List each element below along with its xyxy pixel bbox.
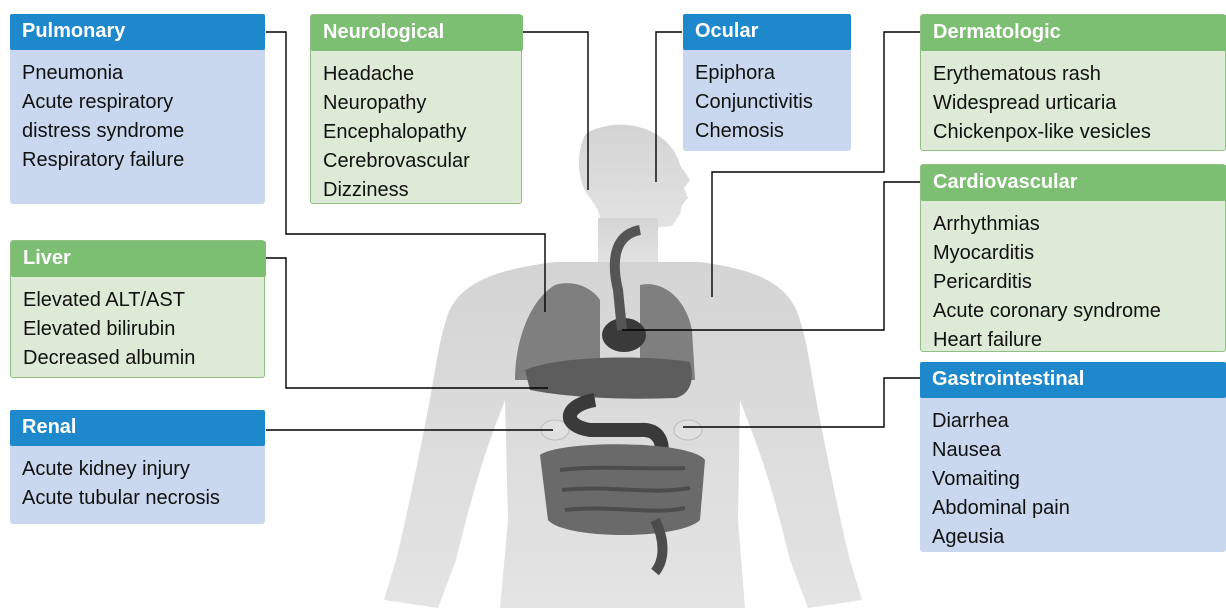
- panel-cardiovascular: Cardiovascular Arrhythmias Myocarditis P…: [920, 164, 1226, 352]
- list-item: Acute kidney injury: [22, 455, 220, 484]
- panel-renal-list: Acute kidney injury Acute tubular necros…: [22, 455, 220, 513]
- panel-neurological-list: Headache Neuropathy Encephalopathy Cereb…: [323, 60, 470, 205]
- list-item: Elevated ALT/AST: [23, 286, 195, 315]
- connector-neurological: [521, 32, 588, 190]
- list-item: Pericarditis: [933, 268, 1161, 297]
- panel-liver-list: Elevated ALT/AST Elevated bilirubin Decr…: [23, 286, 195, 373]
- list-item: Epiphora: [695, 59, 813, 88]
- list-item: Acute respiratory: [22, 88, 184, 117]
- list-item: Arrhythmias: [933, 210, 1161, 239]
- liver: [525, 357, 692, 398]
- list-item: Chickenpox-like vesicles: [933, 118, 1151, 147]
- list-item: Acute tubular necrosis: [22, 484, 220, 513]
- list-item: Vomaiting: [932, 465, 1070, 494]
- list-item: Heart failure: [933, 326, 1161, 355]
- panel-gastrointestinal-title: Gastrointestinal: [920, 362, 1226, 398]
- panel-dermatologic-list: Erythematous rash Widespread urticaria C…: [933, 60, 1151, 147]
- list-item: distress syndrome: [22, 117, 184, 146]
- list-item: Diarrhea: [932, 407, 1070, 436]
- list-item: Myocarditis: [933, 239, 1161, 268]
- panel-gastrointestinal-list: Diarrhea Nausea Vomaiting Abdominal pain…: [932, 407, 1070, 552]
- list-item: Conjunctivitis: [695, 88, 813, 117]
- list-item: Nausea: [932, 436, 1070, 465]
- panel-liver-title: Liver: [11, 241, 266, 277]
- panel-neurological-title: Neurological: [311, 15, 523, 51]
- list-item: Chemosis: [695, 117, 813, 146]
- list-item: Cerebrovascular: [323, 147, 470, 176]
- panel-cardiovascular-list: Arrhythmias Myocarditis Pericarditis Acu…: [933, 210, 1161, 355]
- list-item: Abdominal pain: [932, 494, 1070, 523]
- list-item: Elevated bilirubin: [23, 315, 195, 344]
- panel-renal-title: Renal: [10, 410, 265, 446]
- panel-pulmonary: Pulmonary Pneumonia Acute respiratory di…: [10, 14, 265, 204]
- panel-cardiovascular-title: Cardiovascular: [921, 165, 1226, 201]
- right-kidney: [674, 420, 702, 440]
- panel-ocular-title: Ocular: [683, 14, 851, 50]
- panel-renal: Renal Acute kidney injury Acute tubular …: [10, 410, 265, 524]
- list-item: Dizziness: [323, 176, 470, 205]
- panel-gastrointestinal: Gastrointestinal Diarrhea Nausea Vomaiti…: [920, 362, 1226, 552]
- list-item: Erythematous rash: [933, 60, 1151, 89]
- panel-pulmonary-title: Pulmonary: [10, 14, 265, 50]
- list-item: Acute coronary syndrome: [933, 297, 1161, 326]
- panel-pulmonary-list: Pneumonia Acute respiratory distress syn…: [22, 59, 184, 175]
- list-item: Ageusia: [932, 523, 1070, 552]
- list-item: Headache: [323, 60, 470, 89]
- panel-dermatologic-title: Dermatologic: [921, 15, 1226, 51]
- list-item: Widespread urticaria: [933, 89, 1151, 118]
- panel-neurological: Neurological Headache Neuropathy Encepha…: [310, 14, 522, 204]
- list-item: Pneumonia: [22, 59, 184, 88]
- panel-ocular: Ocular Epiphora Conjunctivitis Chemosis: [683, 14, 851, 151]
- panel-ocular-list: Epiphora Conjunctivitis Chemosis: [695, 59, 813, 146]
- panel-liver: Liver Elevated ALT/AST Elevated bilirubi…: [10, 240, 265, 378]
- list-item: Respiratory failure: [22, 146, 184, 175]
- list-item: Decreased albumin: [23, 344, 195, 373]
- list-item: Encephalopathy: [323, 118, 470, 147]
- panel-dermatologic: Dermatologic Erythematous rash Widesprea…: [920, 14, 1226, 151]
- list-item: Neuropathy: [323, 89, 470, 118]
